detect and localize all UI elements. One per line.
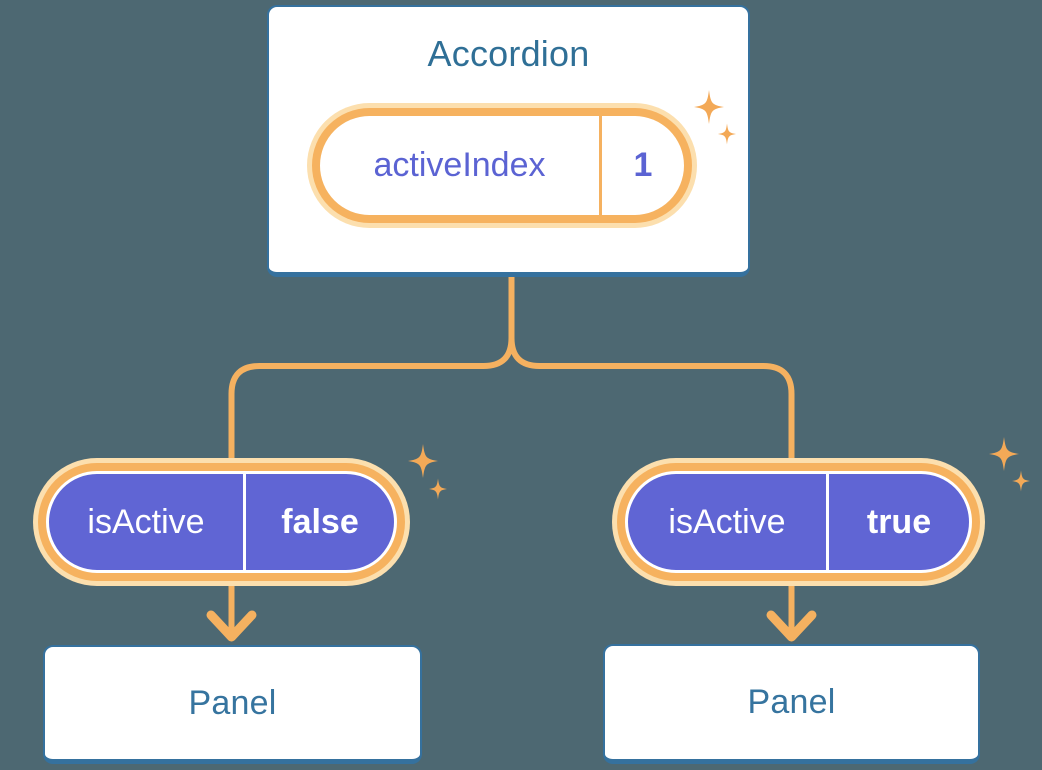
panel-title: Panel xyxy=(747,683,836,721)
prop-pill-isactive-true: isActive true xyxy=(612,458,985,586)
connector-branch-left xyxy=(228,267,515,473)
pill-glow-ring: isActive false xyxy=(33,458,410,586)
prop-value: true xyxy=(866,502,932,541)
state-pill-activeindex: activeIndex 1 xyxy=(307,103,697,228)
sparkle-icon xyxy=(989,437,1019,471)
sparkle-icon xyxy=(429,478,447,500)
down-arrow-right-icon xyxy=(766,579,817,642)
panel-card-left: Panel xyxy=(43,645,422,764)
pill-body: isActive false xyxy=(46,471,397,573)
prop-name: isActive xyxy=(87,502,205,541)
pill-body: isActive true xyxy=(625,471,972,573)
pill-orange-ring: isActive false xyxy=(38,463,405,581)
down-arrow-left-icon xyxy=(206,579,257,642)
pill-orange-ring: isActive true xyxy=(617,463,980,581)
pill-body: activeIndex 1 xyxy=(320,116,684,215)
pill-divider xyxy=(243,474,246,570)
state-name: activeIndex xyxy=(373,146,546,184)
pill-orange-ring: activeIndex 1 xyxy=(312,108,692,223)
accordion-title: Accordion xyxy=(427,33,590,74)
panel-title: Panel xyxy=(188,683,277,722)
connector-tree xyxy=(228,267,795,473)
panel-card-right: Panel xyxy=(603,644,980,764)
sparkle-icon xyxy=(1012,470,1030,492)
connector-branch-right xyxy=(508,267,795,473)
prop-name: isActive xyxy=(668,502,786,541)
state-value: 1 xyxy=(633,146,653,184)
pill-glow-ring: isActive true xyxy=(612,458,985,586)
prop-value: false xyxy=(281,502,359,541)
pill-divider xyxy=(599,116,602,215)
sparkle-icon xyxy=(408,444,438,478)
pill-divider xyxy=(826,474,829,570)
pill-glow-ring: activeIndex 1 xyxy=(307,103,697,228)
prop-pill-isactive-false: isActive false xyxy=(33,458,410,586)
